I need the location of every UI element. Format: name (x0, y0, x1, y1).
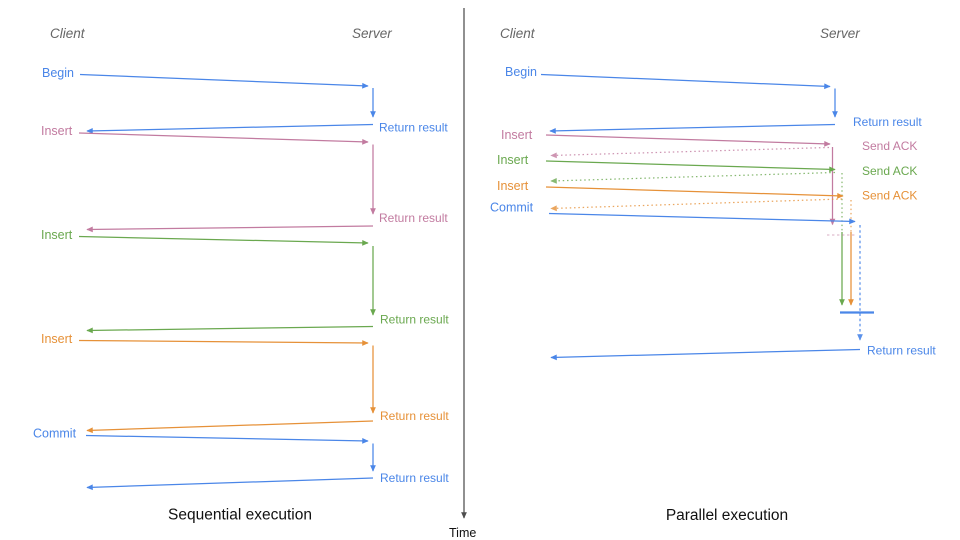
par-commit-return-arrow (550, 348, 861, 361)
seq-begin-label: Begin (42, 66, 74, 80)
seq-msg-begin: Begin Return result (42, 66, 448, 135)
seq-insert2-label: Insert (41, 228, 73, 242)
par-msg-insert-2: Insert Send ACK (497, 153, 917, 306)
seq-begin-response-label: Return result (379, 121, 448, 135)
par-commit-label: Commit (490, 201, 534, 215)
seq-insert2-return-arrow (86, 325, 374, 334)
seq-msg-insert-2: Insert Return result (41, 228, 449, 334)
par-insert3-label: Insert (497, 179, 529, 193)
par-insert3-ack-label: Send ACK (862, 189, 917, 203)
time-axis: Time (449, 8, 476, 540)
seq-insert2-response-label: Return result (380, 313, 449, 327)
seq-insert1-response-label: Return result (379, 211, 448, 225)
seq-commit-request-arrow (85, 434, 369, 444)
seq-insert3-request-arrow (78, 339, 369, 346)
seq-insert1-request-arrow (78, 132, 369, 145)
seq-msg-insert-3: Insert Return result (41, 332, 449, 434)
seq-client-header: Client (50, 26, 86, 41)
par-insert1-request-arrow (545, 134, 831, 147)
par-begin-request-arrow (540, 73, 831, 90)
seq-insert1-label: Insert (41, 124, 73, 138)
seq-commit-response-label: Return result (380, 471, 449, 485)
seq-begin-return-arrow (86, 123, 374, 134)
par-begin-label: Begin (505, 65, 537, 79)
par-insert2-request-arrow (545, 160, 836, 173)
par-insert2-ack-label: Send ACK (862, 164, 917, 178)
sequential-title: Sequential execution (168, 507, 312, 524)
seq-insert3-return-arrow (86, 420, 374, 434)
seq-begin-request-arrow (79, 73, 369, 89)
seq-server-header: Server (352, 26, 392, 41)
par-server-header: Server (820, 26, 860, 41)
time-axis-label: Time (449, 526, 476, 540)
par-commit-response-label: Return result (867, 344, 936, 358)
seq-insert2-request-arrow (78, 235, 369, 246)
seq-commit-return-arrow (86, 477, 374, 491)
par-begin-response-label: Return result (853, 115, 922, 129)
parallel-diagram: Client Server Begin Return result Insert… (490, 26, 936, 524)
seq-commit-label: Commit (33, 427, 77, 441)
seq-msg-commit: Commit Return result (33, 427, 449, 491)
par-insert3-ack-return-arrow (550, 198, 843, 212)
par-insert1-ack-return-arrow (550, 146, 830, 159)
par-msg-insert-1: Insert Send ACK (501, 128, 917, 226)
par-insert3-request-arrow (545, 186, 844, 199)
par-insert1-ack-label: Send ACK (862, 139, 917, 153)
seq-insert3-label: Insert (41, 332, 73, 346)
par-begin-return-arrow (549, 123, 836, 134)
par-msg-commit: Commit Return result (490, 201, 936, 361)
par-client-header: Client (500, 26, 536, 41)
seq-insert1-return-arrow (86, 225, 374, 233)
par-insert2-ack-return-arrow (550, 171, 836, 184)
par-msg-begin: Begin Return result (505, 65, 922, 134)
seq-msg-insert-1: Insert Return result (41, 124, 448, 233)
seq-insert3-response-label: Return result (380, 409, 449, 423)
par-insert1-label: Insert (501, 128, 533, 142)
parallel-title: Parallel execution (666, 507, 788, 524)
par-msg-insert-3: Insert Send ACK (497, 179, 917, 306)
par-insert2-label: Insert (497, 153, 529, 167)
sequential-diagram: Client Server Begin Return result Insert… (33, 26, 449, 524)
par-commit-request-arrow (548, 212, 856, 225)
